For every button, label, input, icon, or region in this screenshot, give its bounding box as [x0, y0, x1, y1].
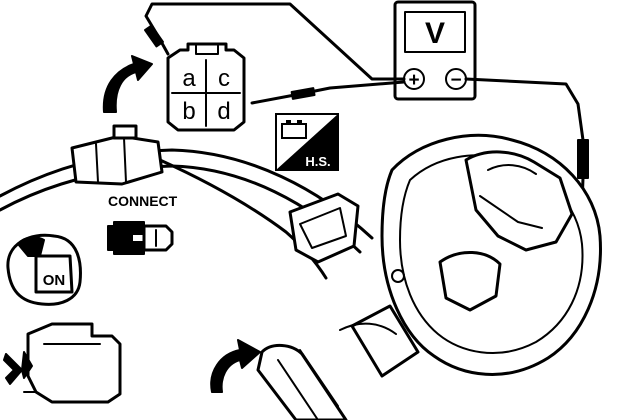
- connector-pin-c: c: [218, 65, 230, 92]
- connector-face: a c b d: [166, 42, 246, 132]
- test-leads: [143, 2, 589, 208]
- ignition-on-label: ON: [43, 272, 66, 289]
- battery-icon: [281, 120, 307, 139]
- positive-terminal-symbol: +: [408, 70, 419, 91]
- connect-label: CONNECT: [108, 193, 178, 209]
- connector-pin-a: a: [182, 65, 196, 92]
- voltmeter-unit-label: V: [425, 17, 445, 50]
- ignition-key-icon: ON: [6, 233, 82, 306]
- hs-mode-label: H.S.: [305, 154, 330, 169]
- harness-connector-plug: [70, 124, 164, 186]
- connector-pin-d: d: [217, 98, 230, 125]
- hs-mode-badge: H.S.: [275, 113, 339, 171]
- distributor: [256, 133, 602, 420]
- connector-plug-icon: [107, 221, 174, 255]
- fan-icon: [3, 351, 33, 385]
- engine-icon: [3, 322, 122, 404]
- rotation-arrow-icon: [210, 339, 261, 393]
- voltmeter: V + −: [393, 0, 477, 101]
- arrow-up-right-icon: [102, 55, 153, 113]
- negative-terminal-symbol: −: [450, 70, 461, 91]
- connector-pin-b: b: [182, 98, 195, 125]
